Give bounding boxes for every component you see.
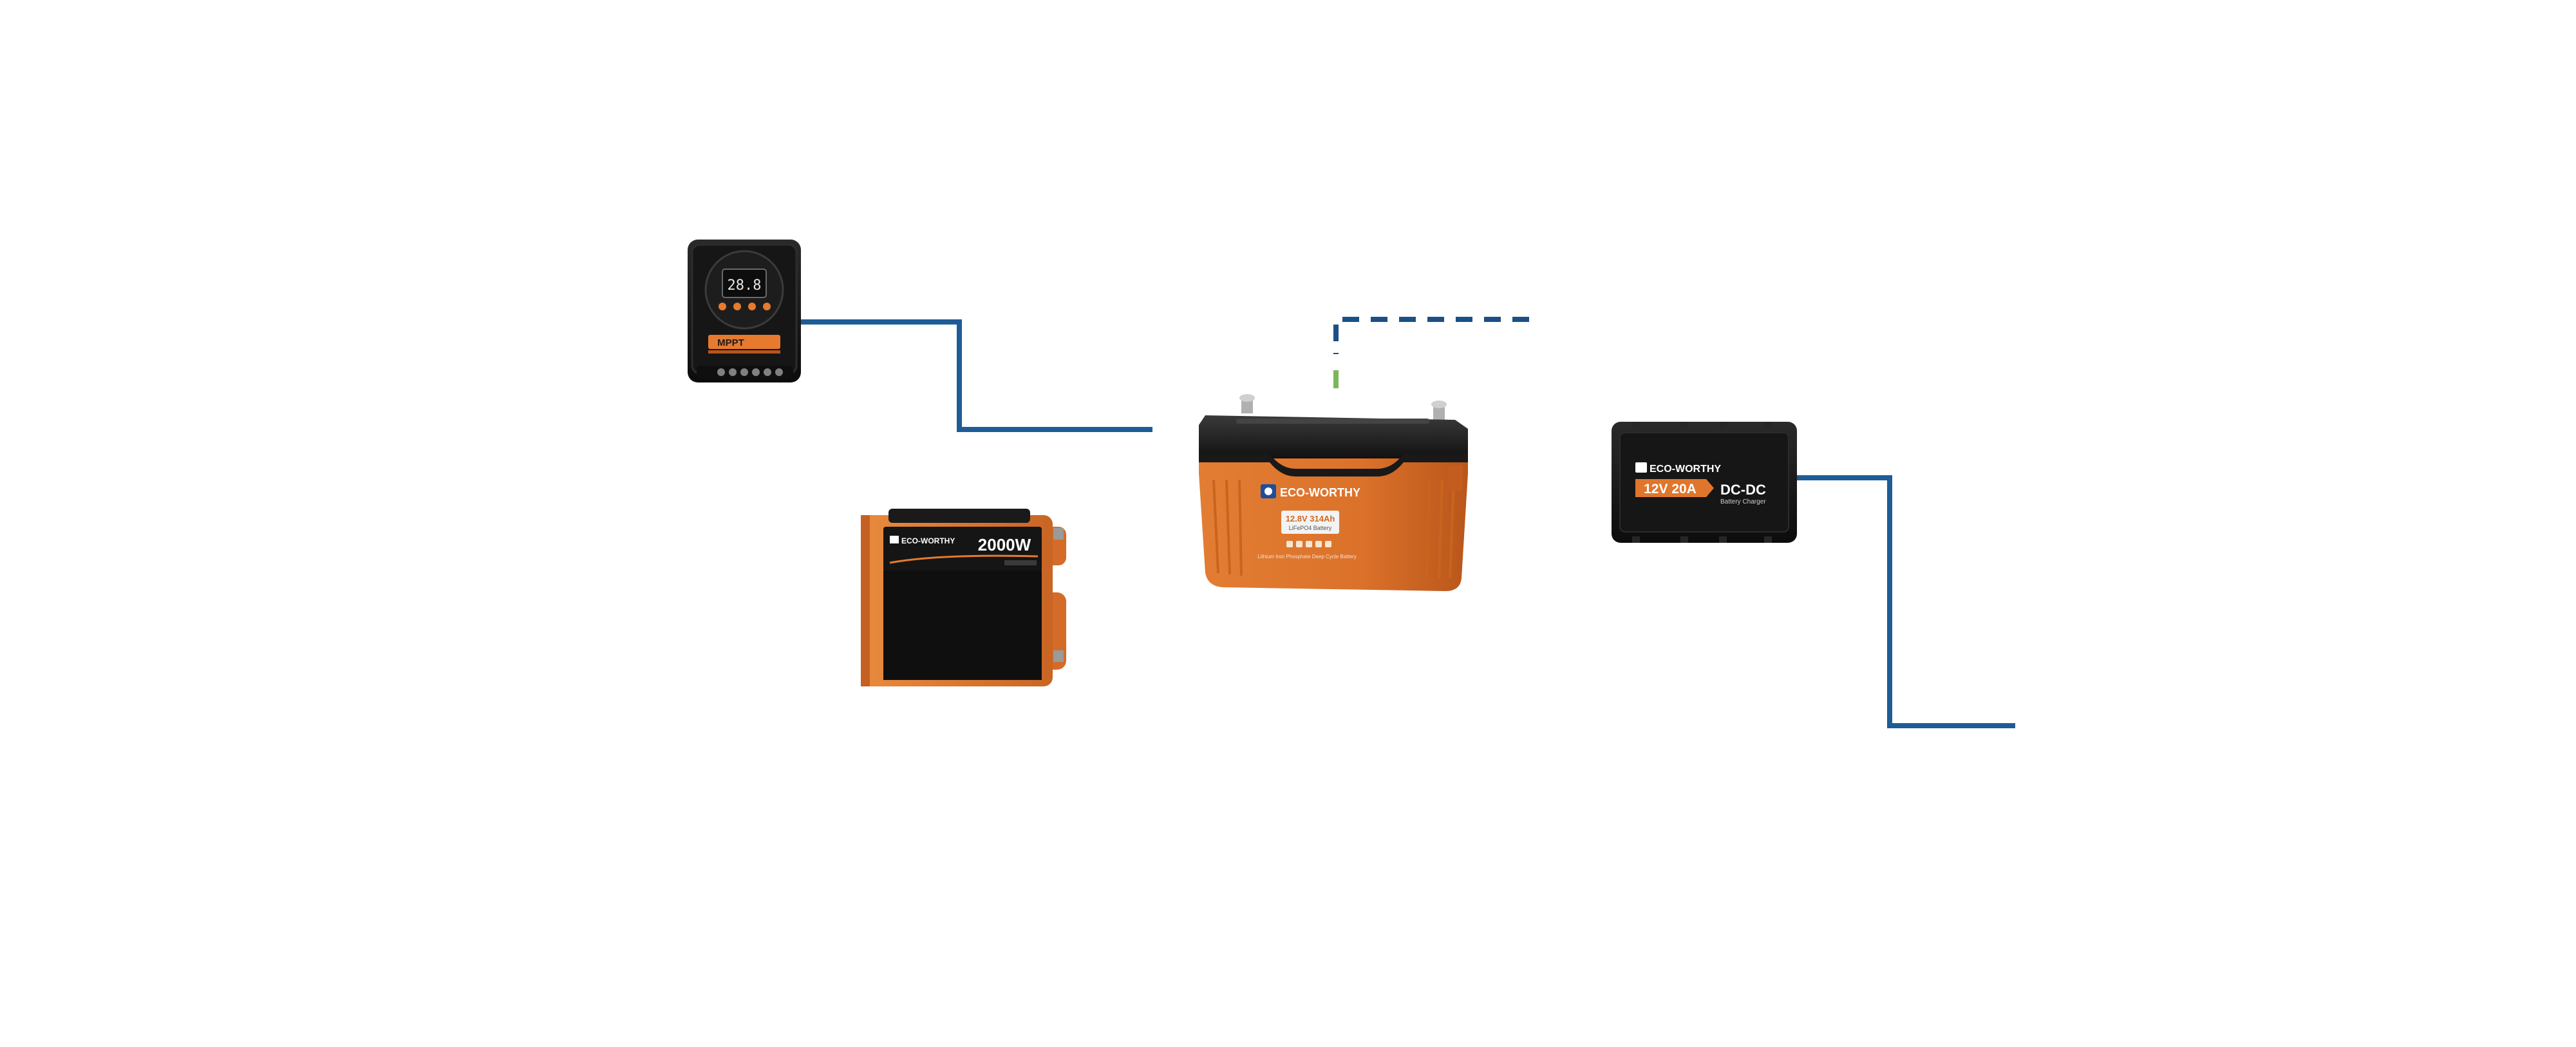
mppt-button-3 [748,303,756,310]
wire-dcdc-to-alternator [1796,475,2015,728]
inverter-brand: ECO-WORTHY [901,536,955,545]
mppt-lcd-screen [722,269,767,298]
dcdc-title: DC-DC [1720,482,1766,498]
mppt-label-strip [708,335,780,349]
dcdc-charger-icon: ECO-WORTHY 12V 20A DC-DC Battery Charger [1612,422,1797,543]
mppt-button-2 [733,303,741,310]
wire-dashed-monitor [1333,317,1529,354]
mppt-label: MPPT [717,337,744,348]
battery-spec: 12.8V 314Ah [1286,514,1335,524]
mppt-lcd-readout: 28.8 [728,278,762,294]
mppt-button-1 [719,303,726,310]
wires [505,317,2131,728]
dcdc-rating: 12V 20A [1644,482,1697,496]
battery-brand: ECO-WORTHY [1280,486,1360,499]
mppt-button-4 [763,303,771,310]
battery-footer: Lithium Iron Phosphate Deep Cycle Batter… [1257,554,1356,560]
mppt-controller-icon: 28.8 MPPT [688,240,801,382]
battery-spec-plate [1281,511,1339,534]
lifepo4-battery-icon: ECO-WORTHY 12.8V 314Ah LiFePO4 Battery L… [1199,394,1468,591]
dcdc-logo-badge [1635,462,1647,473]
inverter-front-panel [883,527,1042,572]
dcdc-subtitle: Battery Charger [1720,498,1766,505]
inverter-power: 2000W [978,535,1031,554]
wire-mppt-to-battery [798,319,1152,432]
inverter-charger-icon: ECO-WORTHY 2000W [861,509,1066,686]
dcdc-brand: ECO-WORTHY [1650,464,1721,475]
battery-spec-sub: LiFePO4 Battery [1289,525,1332,531]
inverter-face [883,571,1042,680]
